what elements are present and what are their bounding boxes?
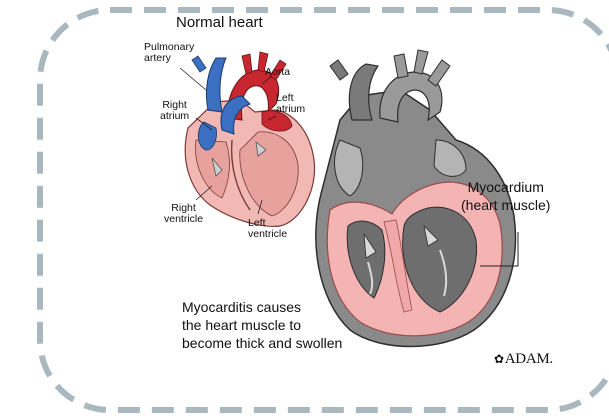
caption-line3: become thick and swollen: [182, 334, 342, 352]
caption: Myocarditis causes the heart muscle to b…: [182, 298, 342, 352]
label-left-atrium: Left atrium: [276, 93, 305, 115]
label-pulmonary-artery-line2: artery: [144, 53, 194, 64]
label-aorta: Aorta: [265, 67, 290, 78]
label-right-atrium: Right atrium: [160, 100, 189, 122]
label-left-ventricle: Left ventricle: [248, 218, 287, 240]
label-pulmonary-artery: Pulmonary artery: [144, 42, 194, 64]
label-myocardium: Myocardium (heart muscle): [461, 179, 550, 213]
adam-logo: ✿ADAM.: [494, 351, 553, 368]
label-right-ventricle: Right ventricle: [164, 203, 203, 225]
label-left-atrium-line2: atrium: [276, 104, 305, 115]
adam-flower-icon: ✿: [494, 352, 504, 366]
normal-heart-title: Normal heart: [176, 14, 263, 31]
label-myocardium-line1: Myocardium: [461, 179, 550, 195]
label-right-atrium-line2: atrium: [160, 111, 189, 122]
normal-heart-illustration: [185, 52, 314, 226]
caption-line2: the heart muscle to: [182, 316, 342, 334]
label-left-ventricle-line2: ventricle: [248, 229, 287, 240]
adam-logo-text: ADAM.: [505, 351, 553, 367]
caption-line1: Myocarditis causes: [182, 298, 342, 316]
label-right-ventricle-line2: ventricle: [164, 214, 203, 225]
label-myocardium-line2: (heart muscle): [461, 197, 550, 213]
